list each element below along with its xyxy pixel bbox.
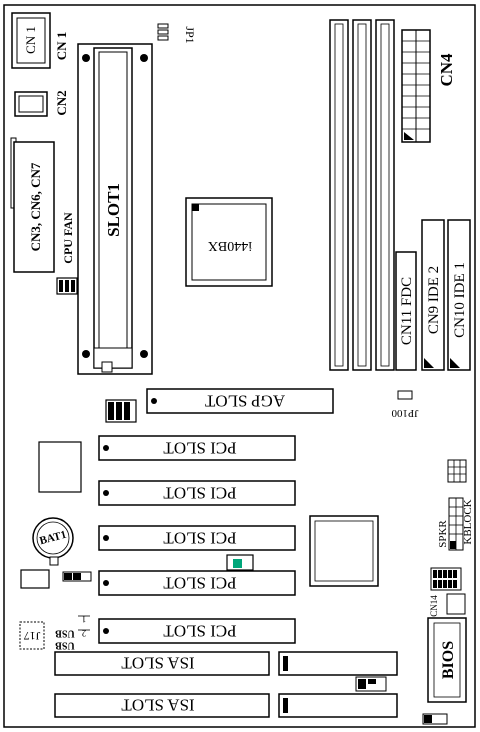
j17-connector: J17 xyxy=(19,621,45,650)
isa-area-jumper xyxy=(355,676,387,692)
front-panel-pins-upper xyxy=(447,459,467,483)
pci-slot-label: PCI SLOT xyxy=(163,574,237,593)
pci-slot-label: PCI SLOT xyxy=(163,439,237,458)
isa-slot-label: ISA SLOT xyxy=(121,654,195,673)
usb-labels: USB USB 1 2 xyxy=(55,614,90,651)
usb1-label: USB xyxy=(55,628,75,639)
isa-slot-2-extension xyxy=(278,693,398,718)
cn2-label: CN2 xyxy=(54,90,69,115)
cn3-cn6-cn7-connector: CN3, CN6, CN7 xyxy=(10,137,55,273)
isa-slot-1-extension xyxy=(278,651,398,676)
cn3-cn6-cn7-label: CN3, CN6, CN7 xyxy=(28,162,43,251)
slot1-cpu-slot: SLOT1 xyxy=(77,43,153,375)
pci-slot-5: PCI SLOT xyxy=(98,618,296,644)
super-io-chip xyxy=(309,515,379,587)
io-chip xyxy=(38,441,82,493)
board-outline xyxy=(3,4,476,728)
agp-slot-label: AGP SLOT xyxy=(204,392,285,411)
front-panel-header xyxy=(430,567,462,591)
cpu-fan-label: CPU FAN xyxy=(61,212,75,264)
cn1-connector: CN 1 xyxy=(11,12,51,69)
pci-slot-4: PCI SLOT xyxy=(98,570,296,596)
jp1-label: JP1 xyxy=(183,26,197,43)
battery-jumper xyxy=(62,571,92,582)
j17-label: J17 xyxy=(24,629,41,643)
pci-slot-3: PCI SLOT xyxy=(98,525,296,551)
cn14-connector: CN14 xyxy=(429,593,466,617)
cn9-label: CN9 IDE 2 xyxy=(426,266,442,334)
cn4-label: CN4 xyxy=(437,53,456,87)
jp100-label: JP100 xyxy=(391,407,418,419)
pci-slot-label: PCI SLOT xyxy=(163,622,237,641)
cn11-fdc-header: CN11 FDC xyxy=(395,251,417,371)
cn11-label: CN11 FDC xyxy=(399,277,415,345)
kblock-label: KBLOCK xyxy=(462,499,474,544)
jp1-jumper: JP1 xyxy=(157,23,197,44)
agp-slot: AGP SLOT xyxy=(146,388,334,414)
i440bx-chipset: i440BX xyxy=(185,197,273,287)
pci-slot-1: PCI SLOT xyxy=(98,435,296,461)
spkr-kblock-header: SPKR KBLOCK xyxy=(437,497,474,551)
bat1-battery: BAT1 xyxy=(32,517,74,566)
cn2-connector: CN2 xyxy=(14,90,69,117)
cpu-fan-header: CPU FAN xyxy=(56,212,78,295)
cn1-side-label: CN 1 xyxy=(54,32,69,61)
pci-slot-label: PCI SLOT xyxy=(163,529,237,548)
usb-num2-label: 2 xyxy=(82,628,87,638)
isa-slot-label: ISA SLOT xyxy=(121,696,195,715)
cn4-power-connector: CN4 xyxy=(401,29,456,143)
spkr-label: SPKR xyxy=(437,520,449,548)
isa-slot-2: ISA SLOT xyxy=(54,693,270,718)
green-indicator-component xyxy=(226,554,254,571)
jp100-jumper: JP100 xyxy=(391,390,418,419)
cn1-box-label: CN 1 xyxy=(23,26,38,54)
pci-slot-2: PCI SLOT xyxy=(98,480,296,506)
isa-slot-1: ISA SLOT xyxy=(54,651,270,676)
agp-side-component xyxy=(105,399,137,423)
bios-label: BIOS xyxy=(440,641,457,679)
pci-slot-label: PCI SLOT xyxy=(163,484,237,503)
bottom-right-component xyxy=(422,713,448,725)
cn10-label: CN10 IDE 1 xyxy=(452,262,468,338)
dimm-slots xyxy=(329,19,395,371)
chipset-label: i440BX xyxy=(208,238,252,253)
slot1-label: SLOT1 xyxy=(104,183,123,237)
crystal-component xyxy=(20,569,50,589)
usb-num1-label: 1 xyxy=(82,614,87,624)
cn14-label: CN14 xyxy=(429,595,439,617)
cn9-ide2-header: CN9 IDE 2 xyxy=(421,219,445,371)
bios-chip: BIOS xyxy=(427,617,467,703)
usb2-label: USB xyxy=(55,640,75,651)
cn10-ide1-header: CN10 IDE 1 xyxy=(447,219,471,371)
